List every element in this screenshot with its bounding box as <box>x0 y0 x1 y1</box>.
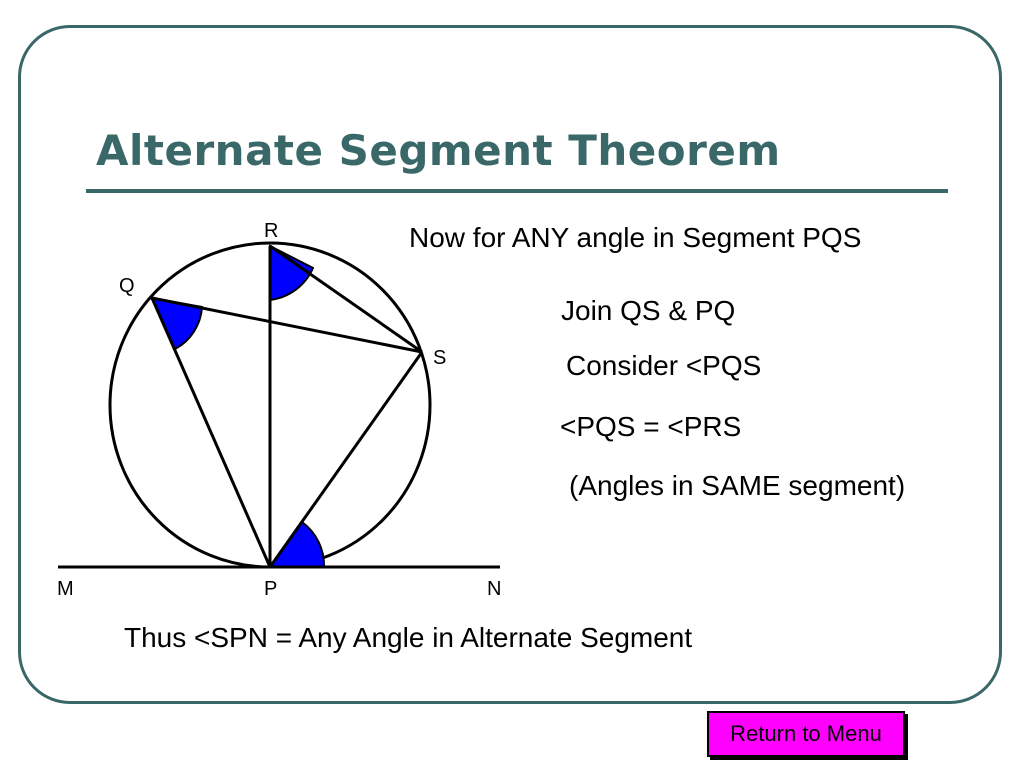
point-label-q: Q <box>119 275 135 297</box>
return-to-menu-button[interactable]: Return to Menu <box>707 711 905 757</box>
point-label-r: R <box>264 220 278 242</box>
angle-prs-sector <box>269 244 315 302</box>
slide-title: Alternate Segment Theorem <box>96 126 781 175</box>
point-label-m: M <box>57 578 74 600</box>
conclusion-text: Thus <SPN = Any Angle in Alternate Segme… <box>124 622 693 653</box>
point-label-p: P <box>264 578 277 600</box>
step-consider-text: Consider <PQS <box>566 350 762 381</box>
intro-text: Now for ANY angle in Segment PQS <box>409 222 862 253</box>
chord-rs <box>269 244 423 354</box>
title-underline <box>86 189 948 193</box>
point-label-s: S <box>433 347 446 369</box>
step-reason-text: (Angles in SAME segment) <box>569 470 906 501</box>
step-equation-text: <PQS = <PRS <box>560 411 742 442</box>
chord-qs <box>151 296 423 354</box>
chord-qp <box>150 297 272 568</box>
chord-sp <box>268 351 424 568</box>
slide-frame <box>18 25 1002 704</box>
step-join-text: Join QS & PQ <box>561 295 736 326</box>
point-label-n: N <box>487 578 501 600</box>
